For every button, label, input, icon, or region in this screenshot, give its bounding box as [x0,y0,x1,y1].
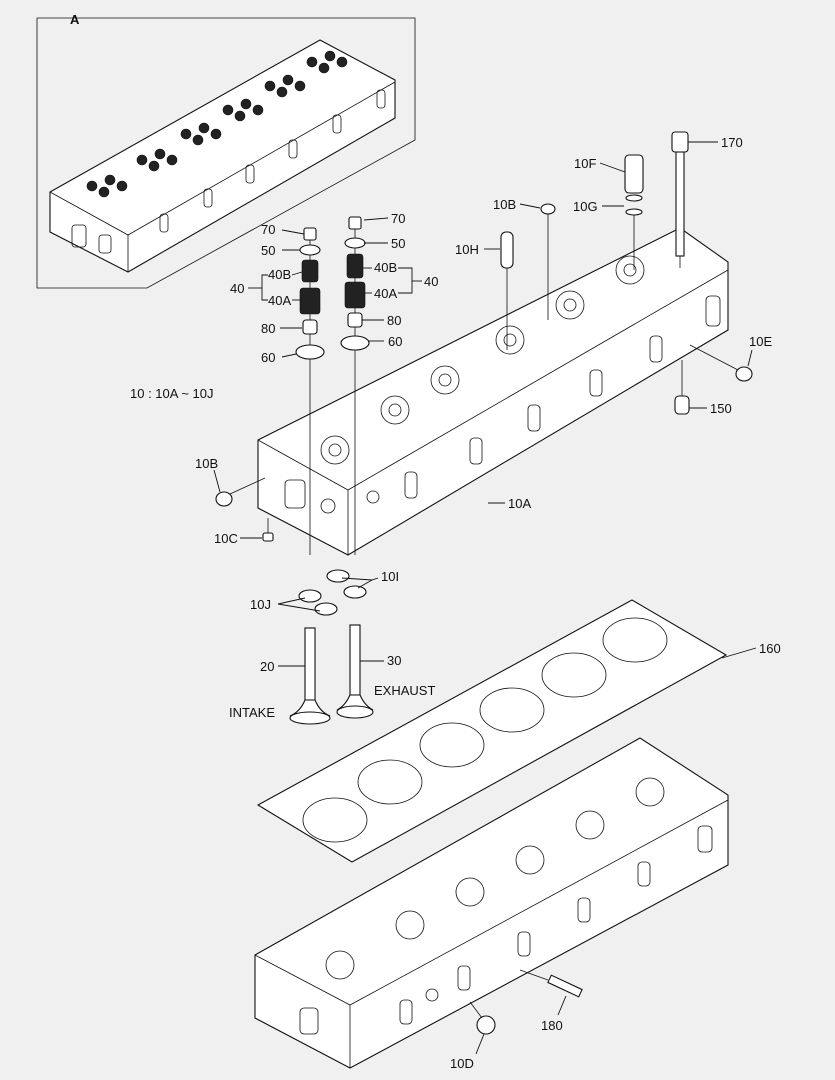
inset-a-assembly: A [36,12,416,289]
outer-spring-40a-right [344,281,366,309]
intake-label: INTAKE [229,705,275,720]
callout-10i: 10I [381,569,399,584]
callout-60-right: 60 [388,334,402,349]
exhaust-label: EXHAUST [374,683,435,698]
inner-spring-40b-right [346,253,364,279]
callout-180: 180 [541,1018,563,1033]
valve-train-intake [295,227,325,555]
callout-70-left: 70 [261,222,275,237]
callout-10g: 10G [573,199,598,214]
callout-170: 170 [721,135,743,150]
spring-seat-60-left [295,344,325,360]
callout-160: 160 [759,641,781,656]
callout-70-right: 70 [391,211,405,226]
valve-cotter-70-right [348,216,362,230]
valve-seal-80-right [347,312,363,328]
callout-40a-left: 40A [268,293,291,308]
valve-seats-10i-10j [298,569,367,616]
spring-retainer-50-right [344,237,366,249]
dowel-10h [500,231,514,350]
inset-side-windows [71,89,386,254]
callout-150: 150 [710,401,732,416]
plug-10c [262,518,274,542]
spring-retainer-50-left [299,244,321,256]
callout-30: 30 [387,653,401,668]
plug-10b-left [215,477,266,507]
callout-50-right: 50 [391,236,405,251]
inner-spring-40b-left [301,259,319,283]
callout-10b-left: 10B [195,456,218,471]
callout-60-left: 60 [261,350,275,365]
callout-10h: 10H [455,242,479,257]
head-deck-features [320,255,645,465]
plug-10b-top [540,203,556,320]
pin-150 [674,360,690,415]
callout-80-right: 80 [387,313,401,328]
head-side-windows [284,295,721,514]
callout-10e: 10E [749,334,772,349]
exhaust-valve-30 [336,624,374,719]
range-note: 10 : 10A ~ 10J [130,386,213,401]
callout-40a-right: 40A [374,286,397,301]
callout-40-right: 40 [424,274,438,289]
valve-cotter-70-left [303,227,317,241]
callout-10f: 10F [574,156,596,171]
plug-10d [469,1001,496,1035]
callout-10a: 10A [508,496,531,511]
stud-180 [519,969,583,998]
inset-label: A [70,12,80,27]
valve-seal-80-left [302,319,318,335]
injector-sleeve-10f [624,154,644,270]
cylinder-head-lower [254,737,729,1069]
callout-40-left: 40 [230,281,244,296]
inset-valve-springs [86,50,348,198]
callout-40b-left: 40B [268,267,291,282]
cylinder-head-10a [257,227,729,556]
outer-spring-40a-left [299,287,321,315]
callout-80-left: 80 [261,321,275,336]
callout-10c: 10C [214,531,238,546]
callout-10b-top: 10B [493,197,516,212]
head-gasket-160 [256,599,728,863]
leader-lines [213,141,757,1055]
callout-40b-right: 40B [374,260,397,275]
spring-seat-60-right [340,335,370,351]
plug-10e [689,344,753,382]
valve-train-exhaust [340,216,370,555]
callout-labels: 170 10F 10G 10B 10H 70 70 50 50 40B 40B … [195,135,781,1071]
callout-10d: 10D [450,1056,474,1071]
callout-20: 20 [260,659,274,674]
callout-50-left: 50 [261,243,275,258]
callout-10j: 10J [250,597,271,612]
intake-valve-20 [289,627,331,725]
